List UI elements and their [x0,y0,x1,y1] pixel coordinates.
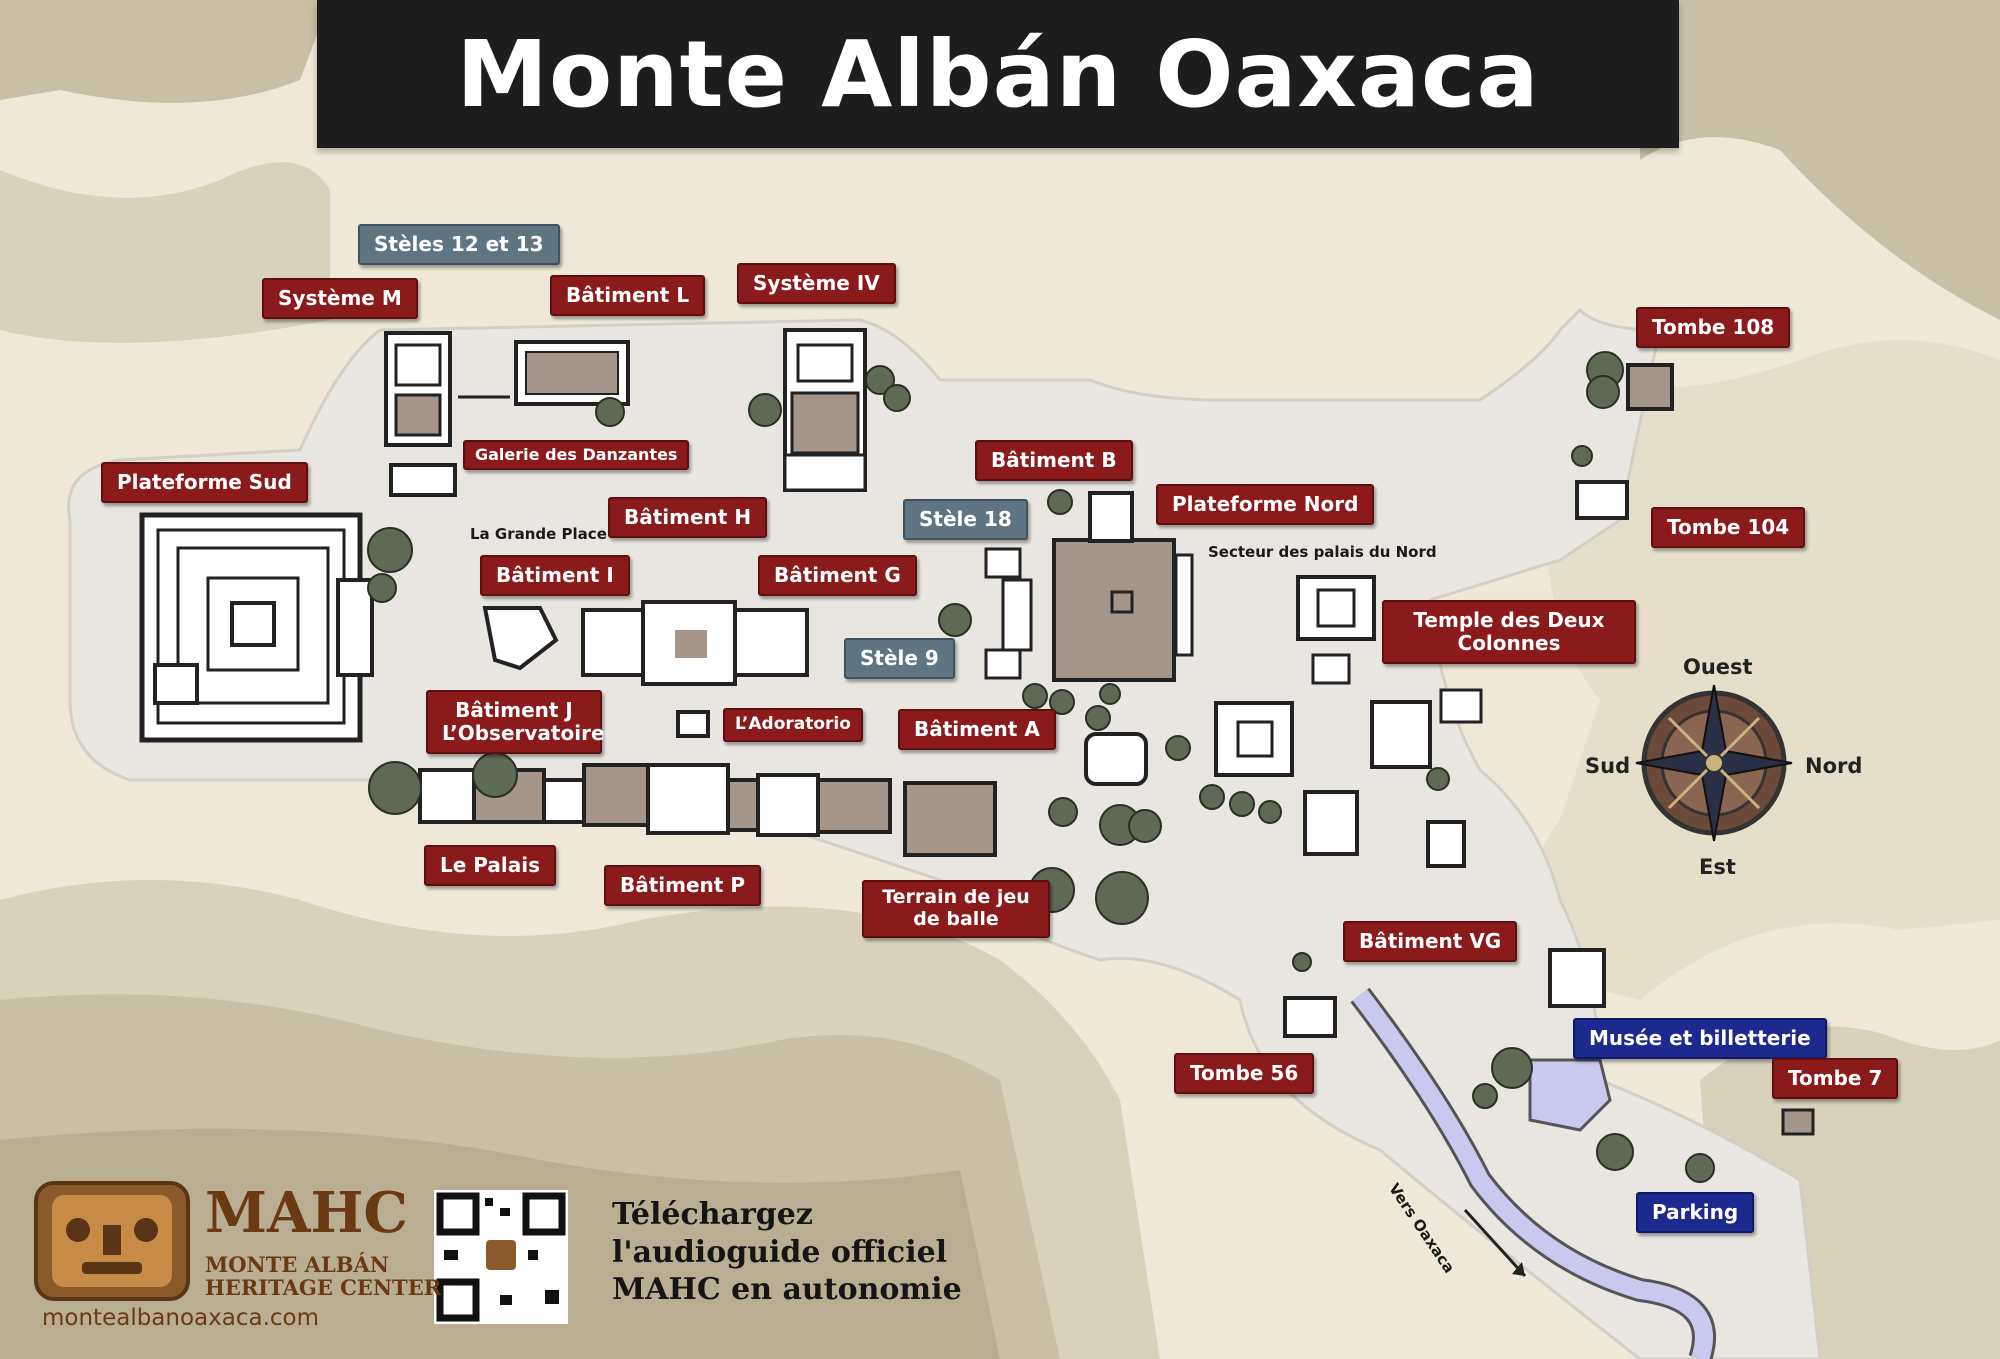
label-stele-18[interactable]: Stèle 18 [903,499,1028,540]
label-systeme-iv[interactable]: Système IV [737,263,896,304]
label-le-palais[interactable]: Le Palais [424,845,556,886]
map-title: Monte Albán Oaxaca [456,20,1540,128]
terrain-band [0,0,330,103]
tombe-108-structure [1626,363,1674,411]
terrain-band [1530,340,2000,1000]
label-batiment-p[interactable]: Bâtiment P [604,865,761,906]
label-plateforme-nord[interactable]: Plateforme Nord [1156,484,1375,525]
label-musee[interactable]: Musée et billetterie [1573,1018,1827,1059]
audioguide-cta: Téléchargez l'audioguide officiel MAHC e… [612,1196,962,1309]
musee-structure [1528,948,1612,1132]
label-batiment-b[interactable]: Bâtiment B [975,440,1133,481]
label-stele-9[interactable]: Stèle 9 [844,638,955,679]
label-batiment-vg[interactable]: Bâtiment VG [1343,921,1518,962]
label-batiment-a[interactable]: Bâtiment A [898,709,1056,750]
terrain-jeu-balle-structure [903,781,997,857]
cta-line2: l'audioguide officiel [612,1234,948,1270]
compass-rose [1635,684,1793,842]
label-grande-place: La Grande Place [470,525,607,543]
label-temple-deux-colonnes[interactable]: Temple des Deux Colonnes [1382,600,1636,664]
map-title-bar: Monte Albán Oaxaca [317,0,1679,148]
tombe-104-structure [1575,480,1629,520]
batiment-l-structure [458,340,630,406]
central-buildings [581,600,809,686]
label-galerie-danzantes[interactable]: Galerie des Danzantes [463,440,690,470]
compass-east: Est [1699,855,1736,879]
road-arrow-head [1512,1262,1525,1276]
brand-subtitle: MONTE ALBÁN HERITAGE CENTER [205,1253,441,1299]
plateforme-nord-structure [1052,491,1194,682]
label-adoratorio[interactable]: L’Adoratorio [723,708,863,742]
compass-north: Nord [1805,754,1863,778]
north-palaces [1214,575,1483,868]
label-batiment-i[interactable]: Bâtiment I [480,555,630,596]
road [1352,989,1713,1359]
label-plateforme-sud[interactable]: Plateforme Sud [101,462,308,503]
brand-subtitle-line2: HERITAGE CENTER [205,1275,442,1301]
stele-9-area [984,547,1033,680]
systeme-iv-structure [783,328,867,492]
label-steles-12-13[interactable]: Stèles 12 et 13 [358,224,560,265]
label-systeme-m[interactable]: Système M [262,278,418,319]
tombe-7-structure [1781,1108,1815,1136]
label-batiment-g[interactable]: Bâtiment G [758,555,917,596]
brand-url[interactable]: montealbanoaxaca.com [42,1305,320,1331]
qr-code [434,1190,568,1324]
batiment-a-structure [1084,732,1148,786]
label-terrain-jeu-balle[interactable]: Terrain de jeu de balle [862,880,1050,938]
compass-south: Sud [1585,754,1631,778]
label-batiment-l[interactable]: Bâtiment L [550,275,706,316]
cta-line3: MAHC en autonomie [612,1272,962,1307]
cta-line1: Téléchargez [612,1197,813,1232]
plateforme-sud-structure [139,512,374,743]
label-tombe-108[interactable]: Tombe 108 [1636,307,1791,348]
mahc-logo [34,1181,190,1301]
label-batiment-j[interactable]: Bâtiment J L’Observatoire [426,690,605,754]
adoratorio-structure [676,710,710,738]
brand-subtitle-line1: MONTE ALBÁN [205,1252,389,1277]
tombe-56-structure [1283,996,1337,1038]
label-tombe-104[interactable]: Tombe 104 [1651,507,1806,548]
tree-clusters [367,351,1715,1183]
label-tombe-7[interactable]: Tombe 7 [1772,1058,1899,1099]
terrain-band [0,162,330,343]
label-tombe-56[interactable]: Tombe 56 [1174,1053,1315,1094]
terrain-band [1640,0,2000,320]
brand-name: MAHC [205,1180,408,1246]
compass-west: Ouest [1683,655,1753,679]
road-arrow [1463,1208,1527,1278]
label-batiment-h[interactable]: Bâtiment H [608,497,768,538]
batiment-j-structure [482,606,559,671]
systeme-m-structure [384,331,457,497]
label-parking[interactable]: Parking [1636,1192,1755,1233]
label-secteur-palais: Secteur des palais du Nord [1208,543,1437,561]
